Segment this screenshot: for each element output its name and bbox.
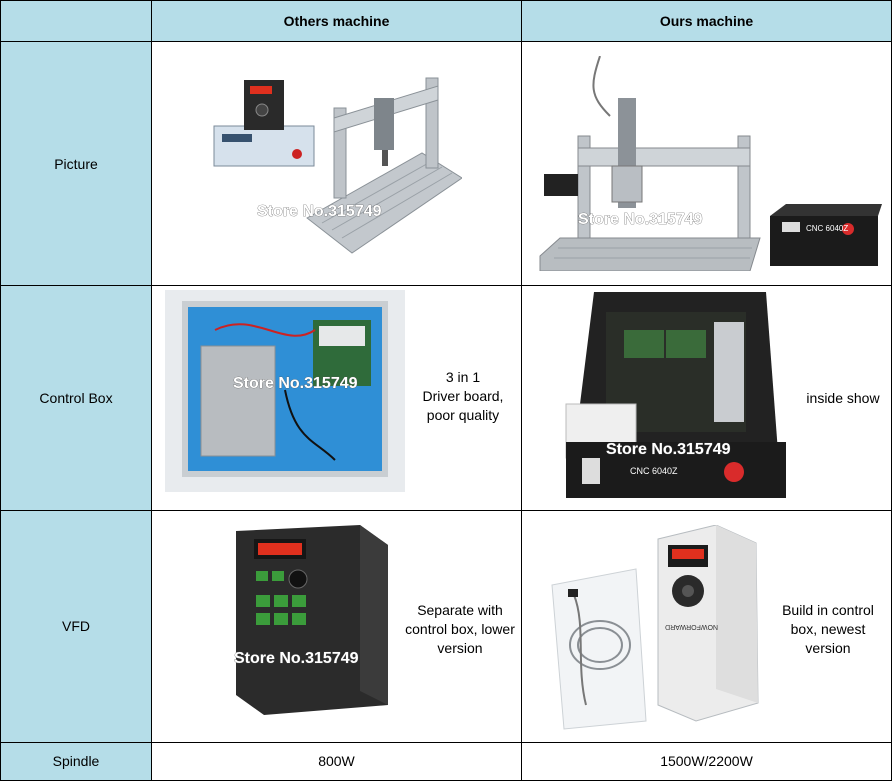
cell-control-box-others: Store No.315749 3 in 1 Driver board, poo… bbox=[151, 285, 522, 511]
cable-icon bbox=[551, 567, 647, 730]
watermark: Store No.315749 bbox=[606, 441, 731, 458]
cell-vfd-others: Store No.315749 Separate with control bo… bbox=[151, 509, 522, 743]
brand-text: NOWFORWARD bbox=[665, 623, 718, 630]
cell-picture-ours: CNC 6040Z Store No.315749 bbox=[521, 41, 892, 287]
row-label-picture: Picture bbox=[0, 41, 152, 287]
cell-control-box-ours: CNC 6040Z Store No.315749 inside show bbox=[521, 285, 892, 511]
header-ours: Ours machine bbox=[521, 0, 892, 43]
row-label-control-box: Control Box bbox=[0, 285, 152, 511]
vfd-ours-note: Build in control box, newest version bbox=[782, 601, 874, 656]
control-box-icon: Store No.315749 bbox=[165, 290, 405, 493]
cnc-machine-icon: CNC 6040Z Store No.315749 bbox=[539, 56, 882, 272]
vfd-others-note: Separate with control box, lower version bbox=[405, 601, 515, 656]
cnc-machine-icon: Store No.315749 bbox=[213, 77, 462, 254]
header-row: Others machine Ours machine bbox=[0, 0, 892, 43]
row-picture: Picture bbox=[0, 41, 892, 287]
vfd-inverter-icon: Store No.315749 bbox=[218, 514, 398, 717]
row-vfd: VFD Store No.31 bbox=[0, 509, 892, 743]
row-label-vfd: VFD bbox=[0, 509, 152, 743]
header-empty-cell bbox=[0, 0, 152, 43]
panel-text: CNC 6040Z bbox=[630, 466, 678, 476]
control-box-ours-note: inside show bbox=[806, 390, 880, 407]
row-control-box: Control Box Store No.315749 3 in 1 Drive… bbox=[0, 285, 892, 511]
cell-vfd-ours: NOWFORWARD Build in control box, newest … bbox=[521, 509, 892, 743]
spindle-others-value: 800W bbox=[151, 741, 522, 782]
control-box-others-note: 3 in 1 Driver board, poor quality bbox=[422, 369, 504, 424]
row-spindle: Spindle 800W 1500W/2200W bbox=[0, 741, 892, 782]
vfd-inverter-icon: NOWFORWARD bbox=[551, 524, 759, 730]
row-label-spindle: Spindle bbox=[0, 741, 152, 782]
watermark: Store No.315749 bbox=[578, 211, 703, 228]
watermark: Store No.315749 bbox=[233, 375, 358, 392]
header-others: Others machine bbox=[151, 0, 522, 43]
panel-text: CNC 6040Z bbox=[806, 224, 848, 233]
watermark: Store No.315749 bbox=[257, 203, 382, 220]
watermark: Store No.315749 bbox=[234, 650, 359, 667]
cell-picture-others: Store No.315749 bbox=[151, 41, 522, 287]
spindle-ours-value: 1500W/2200W bbox=[521, 741, 892, 782]
control-box-icon: CNC 6040Z Store No.315749 bbox=[565, 292, 786, 499]
